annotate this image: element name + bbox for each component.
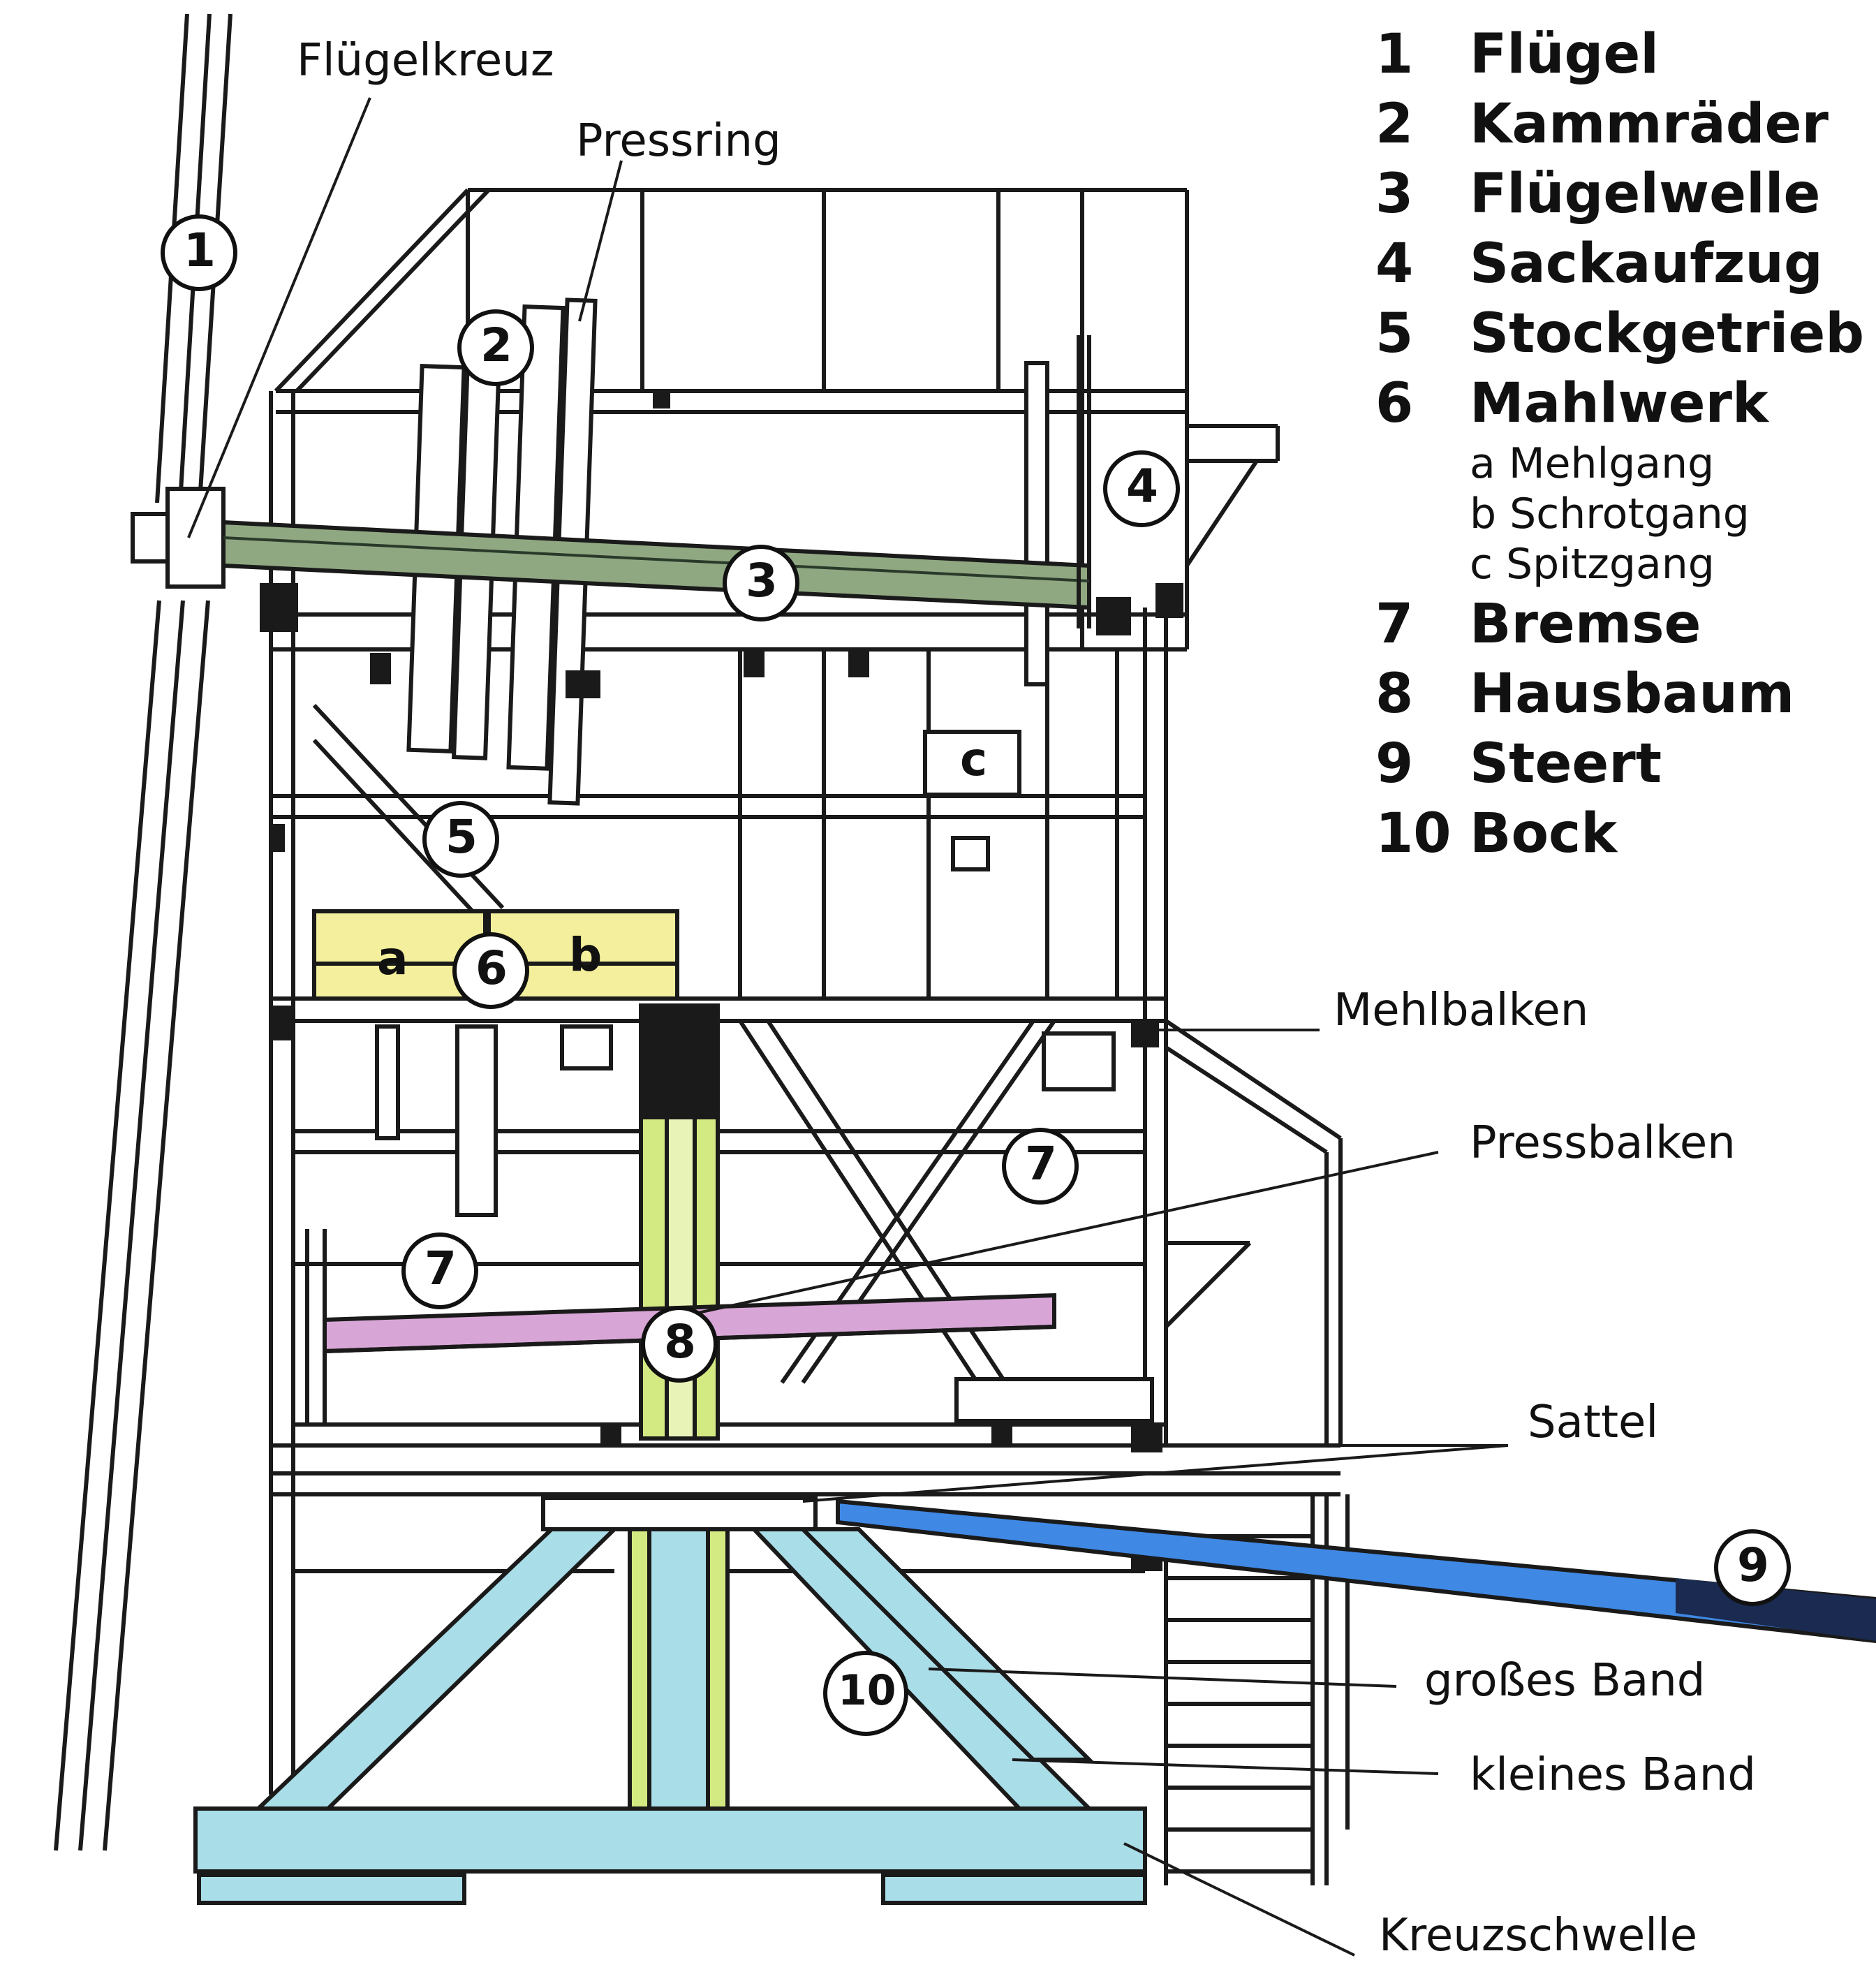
callout-9 — [1714, 1529, 1791, 1606]
callout-6 — [452, 932, 529, 1009]
schrotgang-letter: b — [569, 928, 603, 982]
callout-3 — [723, 545, 799, 621]
legend-subitem: a Mehlgang — [1470, 439, 1715, 488]
callout-1-num: 1 — [184, 223, 216, 277]
callout-10 — [823, 1651, 908, 1736]
fluegelwelle-shaft — [221, 520, 1091, 610]
callout-4-num: 4 — [1126, 459, 1158, 513]
callout-8-num: 8 — [664, 1315, 696, 1369]
bock-trestle — [193, 1527, 1439, 1957]
callout-4 — [1103, 450, 1180, 527]
leader-pressring — [578, 160, 623, 322]
callout-10-num: 10 — [838, 1666, 896, 1715]
hausbaum-post — [628, 1003, 730, 1874]
label-kleines-band: kleines Band — [1470, 1749, 1756, 1801]
label-kreuzschwelle: Kreuzschwelle — [1379, 1910, 1698, 1962]
legend-subitem: c Spitzgang — [1470, 540, 1715, 589]
callout-3-num: 3 — [746, 554, 778, 608]
callout-2-num: 2 — [480, 318, 512, 372]
label-sattel: Sattel — [1528, 1397, 1659, 1448]
callout-1 — [161, 214, 237, 291]
legend-subitem: b Schrotgang — [1470, 490, 1750, 538]
leader-fluegelkreuz — [187, 97, 371, 538]
callout-5-num: 5 — [445, 810, 478, 864]
mehlgang-letter: a — [377, 932, 408, 985]
callout-7b — [401, 1232, 478, 1309]
label-fluegelkreuz: Flügelkreuz — [297, 35, 554, 87]
callout-5 — [422, 801, 499, 878]
sattel — [541, 1444, 1509, 1531]
callout-8 — [641, 1306, 718, 1383]
callout-7a-num: 7 — [1025, 1137, 1057, 1191]
label-pressring: Pressring — [576, 115, 781, 167]
spitzgang-c — [859, 730, 1061, 871]
callout-7b-num: 7 — [424, 1242, 457, 1295]
label-grosses-band: großes Band — [1424, 1655, 1706, 1707]
label-pressbalken: Pressbalken — [1470, 1117, 1736, 1169]
callout-9-num: 9 — [1737, 1538, 1769, 1592]
bremse-parts — [375, 1024, 1154, 1423]
callout-2 — [457, 309, 534, 386]
spitzgang-letter: c — [960, 733, 988, 786]
callout-7a — [1002, 1128, 1079, 1205]
label-mehlbalken: Mehlbalken — [1334, 985, 1589, 1036]
callout-6-num: 6 — [475, 941, 508, 995]
